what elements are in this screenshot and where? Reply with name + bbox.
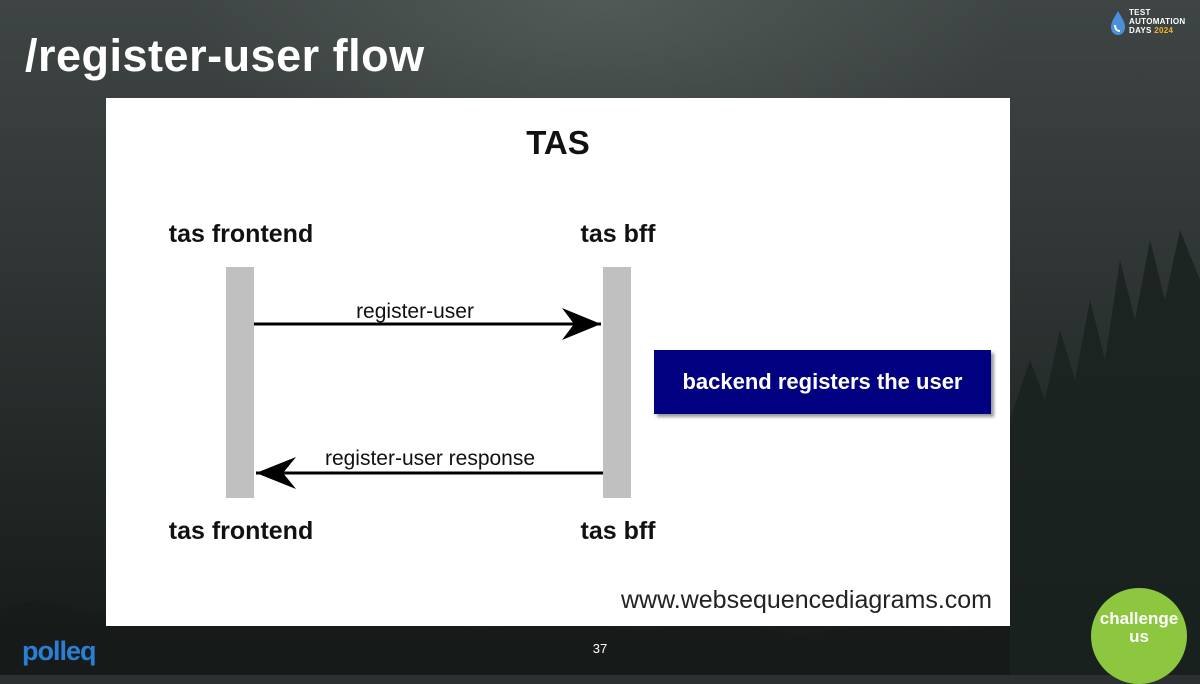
diagram-title: TAS xyxy=(526,124,590,161)
badge-line1: challenge xyxy=(1099,609,1179,628)
lifeline-frontend xyxy=(226,267,254,498)
event-logo-days: DAYS xyxy=(1129,26,1152,35)
sequence-diagram: TAS tas frontend tas bff register-user r… xyxy=(106,98,1010,626)
test-automation-days-logo: TEST AUTOMATION DAYS 2024 xyxy=(1108,8,1192,38)
slide-title: /register-user flow xyxy=(25,30,425,81)
lifeline-bff xyxy=(603,267,631,498)
diagram-watermark: www.websequencediagrams.com xyxy=(620,586,992,614)
note-text: backend registers the user xyxy=(682,369,963,394)
arrowhead-left-icon xyxy=(256,457,296,489)
participant-frontend-top: tas frontend xyxy=(169,220,313,248)
arrowhead-right-icon xyxy=(562,308,601,340)
droplet-logo-icon xyxy=(1111,11,1125,35)
page-number: 37 xyxy=(592,641,608,656)
polleq-logo: polleq xyxy=(22,636,96,666)
event-logo-year: 2024 xyxy=(1154,26,1174,35)
participant-bff-top: tas bff xyxy=(581,220,657,248)
event-logo-line2: AUTOMATION xyxy=(1129,17,1186,26)
message-response-label: register-user response xyxy=(325,447,535,470)
badge-line2: us xyxy=(1129,627,1149,646)
challenge-us-badge: challenge us xyxy=(1091,588,1187,684)
participant-bff-bottom: tas bff xyxy=(581,517,657,545)
sequence-diagram-canvas: TAS tas frontend tas bff register-user r… xyxy=(169,124,992,614)
event-logo-line1: TEST xyxy=(1129,8,1151,17)
note-box: backend registers the user xyxy=(654,350,991,414)
participant-frontend-bottom: tas frontend xyxy=(169,517,313,545)
message-request-label: register-user xyxy=(356,300,474,323)
